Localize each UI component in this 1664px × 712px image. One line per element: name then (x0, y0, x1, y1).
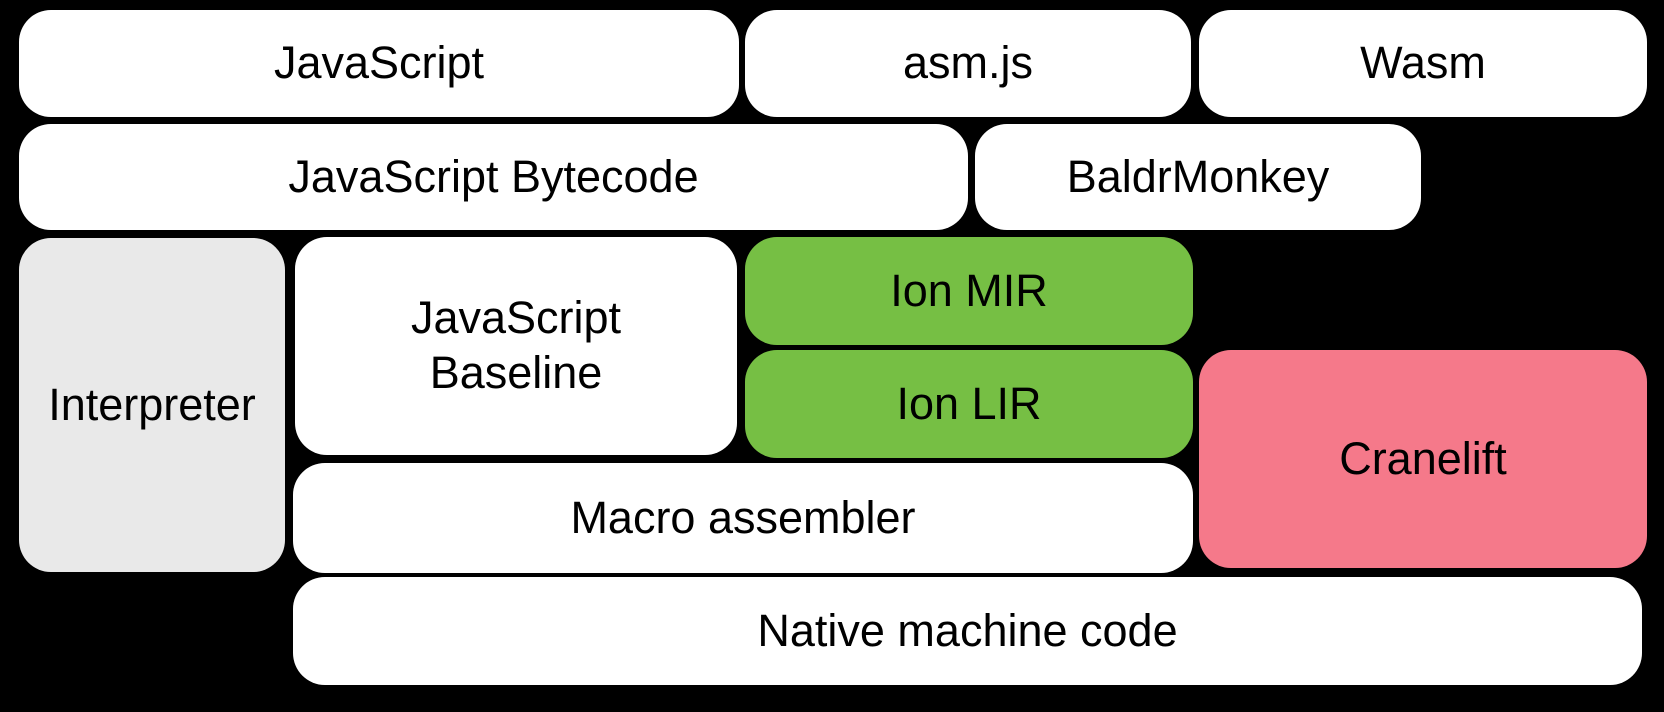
box-javascript-bytecode: JavaScript Bytecode (19, 124, 968, 230)
box-ion-mir-label: Ion MIR (890, 264, 1048, 316)
box-javascript: JavaScript (19, 10, 739, 117)
box-asmjs-label: asm.js (902, 37, 1033, 89)
box-javascript-bytecode-label: JavaScript Bytecode (288, 150, 699, 202)
box-cranelift: Cranelift (1199, 350, 1647, 568)
box-interpreter-label: Interpreter (48, 378, 256, 430)
box-native-machine-code: Native machine code (293, 577, 1642, 685)
box-javascript-baseline: JavaScript Baseline (295, 237, 737, 455)
box-wasm-label: Wasm (1360, 37, 1486, 89)
box-baldrmonkey: BaldrMonkey (975, 124, 1421, 230)
box-interpreter: Interpreter (19, 238, 285, 572)
box-asmjs: asm.js (745, 10, 1191, 117)
box-macro-assembler: Macro assembler (293, 463, 1193, 573)
box-cranelift-label: Cranelift (1339, 432, 1507, 484)
box-javascript-label: JavaScript (273, 37, 485, 89)
box-wasm: Wasm (1199, 10, 1647, 117)
box-ion-mir: Ion MIR (745, 237, 1193, 345)
box-native-machine-code-label: Native machine code (757, 604, 1178, 656)
box-macro-assembler-label: Macro assembler (570, 491, 916, 543)
box-ion-lir: Ion LIR (745, 350, 1193, 458)
box-ion-lir-label: Ion LIR (896, 377, 1042, 429)
box-javascript-baseline-label: JavaScript Baseline (410, 292, 622, 398)
box-baldrmonkey-label: BaldrMonkey (1066, 150, 1330, 202)
